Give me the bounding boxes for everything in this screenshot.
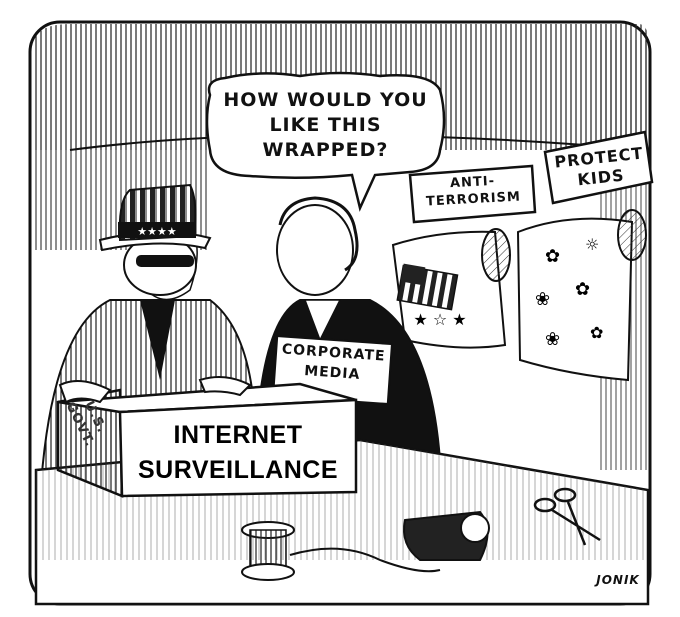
svg-text:✿: ✿ bbox=[545, 246, 560, 267]
svg-text:★★★★: ★★★★ bbox=[137, 225, 177, 238]
kids-wrapping-paper-roll: ✿ ☼ ❀ ✿ ❀ ✿ bbox=[516, 209, 647, 382]
flag-wrapping-paper-roll: ★ ☆ ★ bbox=[391, 228, 511, 349]
protect-kids-sign bbox=[543, 130, 654, 205]
tape-dispenser-icon bbox=[403, 510, 490, 561]
svg-text:❀: ❀ bbox=[535, 289, 550, 310]
svg-text:★ ☆ ★: ★ ☆ ★ bbox=[413, 310, 466, 329]
anti-terrorism-sign bbox=[408, 164, 537, 224]
uncle-sam-hands bbox=[58, 375, 252, 404]
speech-bubble bbox=[205, 71, 446, 212]
scissors-icon bbox=[533, 487, 601, 546]
ribbon-spool-icon bbox=[241, 521, 441, 581]
svg-text:❀: ❀ bbox=[545, 329, 560, 350]
svg-text:✿: ✿ bbox=[575, 279, 590, 300]
svg-text:✿: ✿ bbox=[590, 323, 603, 342]
surveillance-box bbox=[56, 382, 358, 498]
svg-text:☼: ☼ bbox=[585, 235, 599, 254]
